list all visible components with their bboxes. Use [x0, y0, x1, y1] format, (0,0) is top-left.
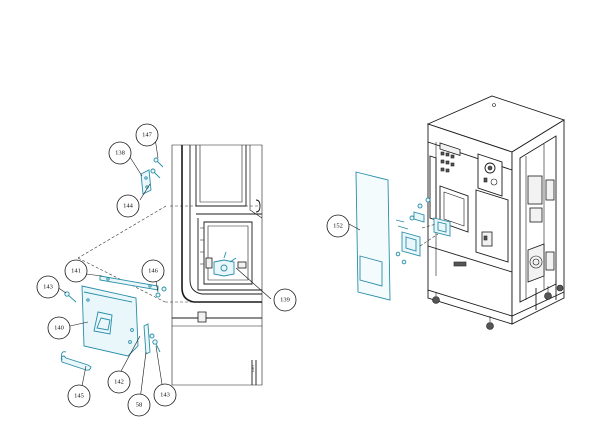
callout-label: 139	[280, 297, 290, 304]
callout-138: 138	[108, 141, 132, 165]
callout-label: 144	[123, 203, 134, 210]
callout-label: 58	[136, 402, 143, 409]
callout-label: 147	[142, 132, 153, 139]
callout-label: 146	[148, 268, 159, 275]
callout-152: 152	[326, 214, 350, 238]
callout-label: 152	[333, 223, 343, 230]
exploded-parts-left	[60, 157, 167, 371]
callout-146: 146	[141, 259, 165, 283]
callout-139: 139	[273, 288, 297, 312]
callout-label: 143	[43, 284, 53, 291]
callout-label: 140	[54, 325, 64, 332]
callout-label: 143	[160, 392, 170, 399]
callout-143-left: 143	[36, 275, 60, 299]
detail-view-door-section: DET	[77, 144, 263, 386]
exploded-parts-right	[355, 171, 431, 301]
callout-144: 144	[116, 194, 140, 218]
callout-label: 141	[71, 268, 81, 275]
callout-label: 145	[74, 393, 84, 400]
callout-141: 141	[64, 259, 88, 283]
full-unit-view	[426, 95, 566, 330]
callout-140: 140	[47, 316, 71, 340]
callout-label: 142	[114, 379, 124, 386]
svg-text:DET: DET	[250, 363, 255, 372]
callout-142: 142	[107, 370, 131, 394]
leader-lines-right	[348, 223, 439, 247]
callout-143-right: 143	[153, 383, 177, 407]
callout-145: 145	[67, 384, 91, 408]
callout-label: 138	[115, 150, 125, 157]
callout-147: 147	[135, 123, 159, 147]
callout-58: 58	[127, 393, 151, 417]
